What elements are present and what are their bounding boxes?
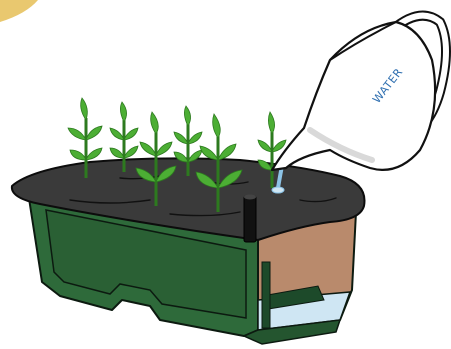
- watering-pitcher: WATER: [272, 16, 446, 170]
- wicking-chamber: [262, 262, 270, 328]
- fill-tube-opening: [244, 195, 256, 200]
- corner-accent: [0, 0, 38, 22]
- water-splash: [272, 187, 284, 193]
- fill-tube: [244, 196, 256, 242]
